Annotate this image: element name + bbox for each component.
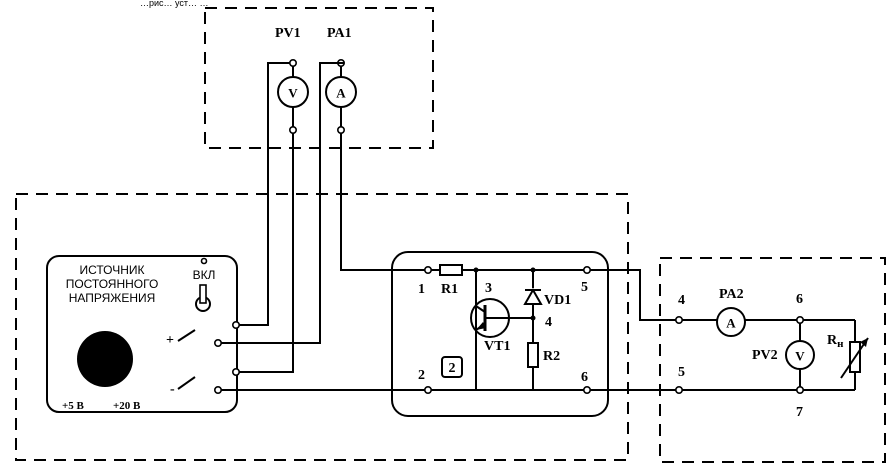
pa2-ammeter: [716, 307, 746, 337]
voltage-knob[interactable]: [77, 331, 133, 387]
wire-module5-to-load4: [590, 269, 676, 321]
module-node-1: 1: [418, 282, 425, 297]
source-title-line1: ИСТОЧНИК: [79, 263, 144, 277]
wire-pa1-to-module: [340, 133, 425, 271]
plus-label: +: [166, 333, 174, 348]
module-terminal-5[interactable]: [582, 265, 591, 274]
minus-terminal-lead: [177, 376, 196, 390]
pv1-symbol: V: [288, 86, 298, 101]
plus-terminal-b[interactable]: [214, 338, 223, 347]
pv1-bottom-terminal[interactable]: [288, 126, 297, 135]
r1-label: R1: [441, 282, 458, 297]
load-node-4: 4: [678, 293, 685, 308]
wire-pv1-to-plus: [236, 62, 290, 326]
range-20v-label: +20 В: [113, 400, 141, 412]
resistor-r2: [527, 342, 539, 368]
stand-outline: [15, 193, 629, 461]
plus-terminal-a[interactable]: [232, 320, 241, 329]
module-node-2: 2: [418, 368, 425, 383]
pv1-top-terminal[interactable]: [288, 58, 297, 67]
rn-label: Rн: [827, 333, 844, 350]
pa1-bottom-terminal[interactable]: [336, 126, 345, 135]
load-node-7: 7: [796, 405, 803, 420]
module-badge-text: 2: [449, 361, 456, 376]
plus-terminal-lead: [177, 329, 196, 342]
vt1-label: VT1: [484, 339, 510, 354]
module-terminal-6[interactable]: [582, 385, 591, 394]
wire-pv1-to-minus: [236, 133, 294, 373]
top-caption-fragment: …рис… уст… …: [140, 0, 209, 8]
load-node-6: 6: [796, 292, 803, 307]
resistor-r1: [439, 264, 463, 276]
pv1-label: PV1: [275, 26, 301, 41]
pa1-label: PA1: [327, 26, 352, 41]
power-source-panel: [46, 255, 238, 413]
pv2-label: PV2: [752, 348, 778, 363]
pv2-symbol: V: [795, 349, 805, 364]
load-panel-outline: [659, 257, 886, 463]
module-terminal-2[interactable]: [423, 385, 432, 394]
load-node-5: 5: [678, 365, 685, 380]
r2-label: R2: [543, 349, 560, 364]
module-node-3: 3: [485, 281, 492, 296]
load-terminal-7[interactable]: [795, 385, 804, 394]
source-title-line2: ПОСТОЯННОГО: [66, 277, 159, 291]
vd1-label: VD1: [544, 293, 571, 308]
source-title-line3: НАПРЯЖЕНИЯ: [69, 291, 156, 305]
pa2-label: PA2: [719, 287, 744, 302]
power-indicator-lamp: [200, 257, 208, 265]
pa1-symbol: A: [336, 86, 346, 101]
minus-terminal-b[interactable]: [214, 385, 223, 394]
minus-label: -: [170, 382, 175, 397]
wire-pa1-to-plus: [220, 62, 344, 344]
transistor-vt1: [470, 270, 533, 390]
module-node-4: 4: [545, 315, 552, 330]
module-badge: [441, 356, 463, 378]
module-terminal-1[interactable]: [423, 265, 432, 274]
module-node-6: 6: [581, 370, 588, 385]
range-5v-label: +5 В: [62, 400, 85, 412]
diode-vd1: [523, 270, 543, 343]
load-terminal-5[interactable]: [674, 385, 683, 394]
minus-terminal-a[interactable]: [232, 367, 241, 376]
load-terminal-4[interactable]: [674, 315, 683, 324]
module-node-5: 5: [581, 280, 588, 295]
transistor-module: [391, 251, 609, 417]
pa2-symbol: A: [726, 316, 736, 331]
power-toggle-switch[interactable]: [195, 284, 211, 312]
switch-label: ВКЛ: [193, 268, 216, 282]
load-terminal-6[interactable]: [795, 315, 804, 324]
